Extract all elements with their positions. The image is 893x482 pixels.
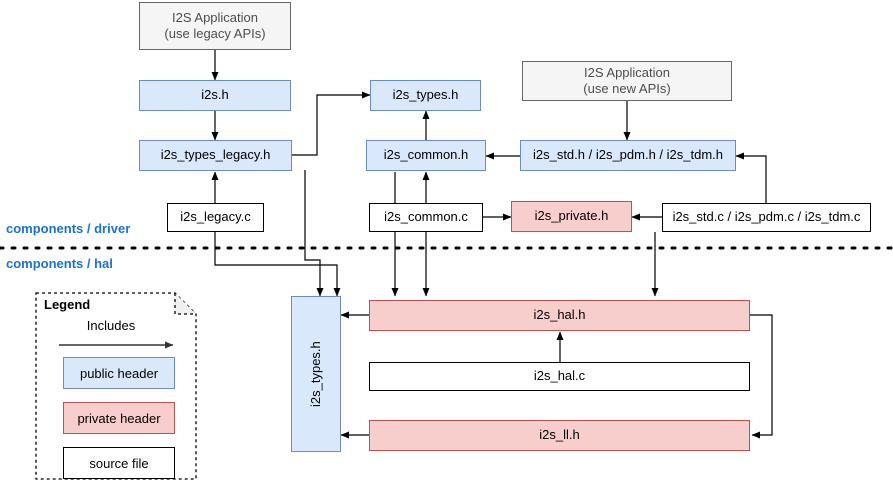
node-i2s-private-h[interactable]: i2s_private.h (511, 201, 632, 232)
legend-swatch-public-header: public header (63, 357, 175, 389)
app-new-line1: I2S Application (583, 64, 670, 80)
legend: Legend Includes public header private he… (35, 292, 197, 480)
legend-includes-label: Includes (86, 318, 136, 333)
node-i2s-types-legacy-h[interactable]: i2s_types_legacy.h (139, 140, 292, 171)
node-label: i2s_hal.c (533, 368, 586, 384)
node-label: i2s_std.h / i2s_pdm.h / i2s_tdm.h (532, 147, 724, 163)
legend-swatch-source-file: source file (63, 447, 175, 479)
node-i2s-hal-h[interactable]: i2s_hal.h (369, 300, 750, 331)
node-label: i2s_private.h (534, 208, 609, 224)
legend-swatch-private-header: private header (63, 402, 175, 434)
node-i2s-std-pdm-tdm-c[interactable]: i2s_std.c / i2s_pdm.c / i2s_tdm.c (662, 203, 871, 232)
legend-swatch-label: private header (77, 410, 161, 426)
node-label: i2s_common.c (384, 209, 468, 225)
node-i2s-common-h[interactable]: i2s_common.h (366, 140, 486, 171)
legend-swatch-label: public header (79, 365, 159, 381)
node-i2s-ll-h[interactable]: i2s_ll.h (369, 420, 750, 451)
node-label: i2s_types.h (392, 87, 459, 103)
node-label: i2s_legacy.c (180, 209, 251, 225)
node-app-new: I2S Application (use new APIs) (522, 61, 732, 101)
node-i2s-h[interactable]: i2s.h (139, 80, 291, 111)
legend-title: Legend (44, 297, 91, 312)
app-new-line2: (use new APIs) (583, 81, 671, 96)
node-i2s-types-h[interactable]: i2s_types.h (370, 80, 481, 111)
node-label: i2s_types_legacy.h (160, 147, 271, 163)
node-i2s-types-h-hal[interactable]: i2s_types.h (291, 296, 341, 452)
node-label: i2s.h (201, 87, 229, 103)
app-legacy-line1: I2S Application (171, 9, 258, 25)
app-legacy-line2: (use legacy APIs) (164, 26, 266, 41)
node-i2s-legacy-c[interactable]: i2s_legacy.c (167, 203, 264, 232)
node-label: i2s_types.h (307, 341, 323, 407)
section-label-hal: components / hal (6, 256, 113, 271)
legend-swatch-label: source file (89, 455, 149, 471)
node-i2s-std-pdm-tdm-h[interactable]: i2s_std.h / i2s_pdm.h / i2s_tdm.h (520, 140, 736, 171)
node-label: i2s_ll.h (539, 427, 580, 443)
node-label: i2s_hal.h (533, 307, 586, 323)
node-app-legacy: I2S Application (use legacy APIs) (139, 2, 291, 50)
node-label: i2s_std.c / i2s_pdm.c / i2s_tdm.c (672, 209, 861, 225)
section-label-driver: components / driver (6, 221, 131, 236)
legend-arrow-icon (59, 341, 174, 349)
node-i2s-common-c[interactable]: i2s_common.c (369, 203, 483, 232)
node-label: i2s_common.h (383, 147, 469, 163)
node-i2s-hal-c[interactable]: i2s_hal.c (369, 362, 750, 391)
